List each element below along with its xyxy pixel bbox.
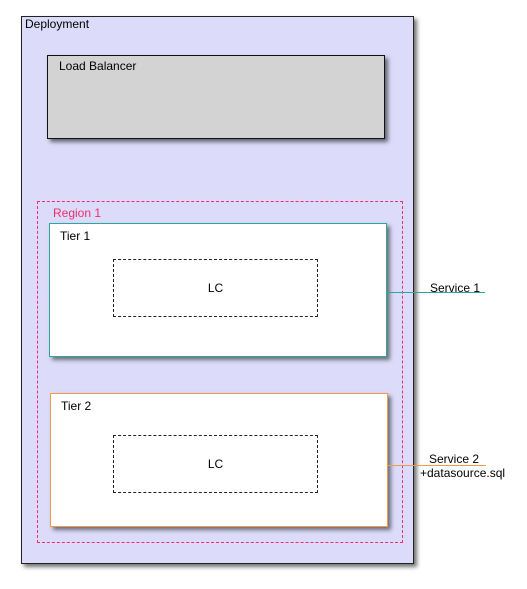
load-balancer-box: Load Balancer [47,55,385,139]
service-1-connector [387,292,485,293]
service-2-connector [388,465,486,466]
tier-2-label: Tier 2 [61,399,92,413]
deployment-label: Deployment [25,17,90,31]
tier-1-lc-label: LC [207,281,224,295]
tier-2-lc-label: LC [207,457,224,471]
region-label: Region 1 [53,206,102,220]
service-2-label: Service 2 [428,452,480,466]
tier-2-box: Tier 2 [50,393,388,527]
region-boundary: Region 1 [37,201,403,543]
tier-1-label: Tier 1 [60,229,91,243]
load-balancer-label: Load Balancer [59,59,137,73]
service-2-detail: +datasource.sql [420,466,506,480]
tier-2-lc-box: LC [113,435,318,493]
tier-1-box: Tier 1 [49,223,387,357]
tier-1-lc-box: LC [113,259,318,317]
service-1-label: Service 1 [429,281,481,295]
